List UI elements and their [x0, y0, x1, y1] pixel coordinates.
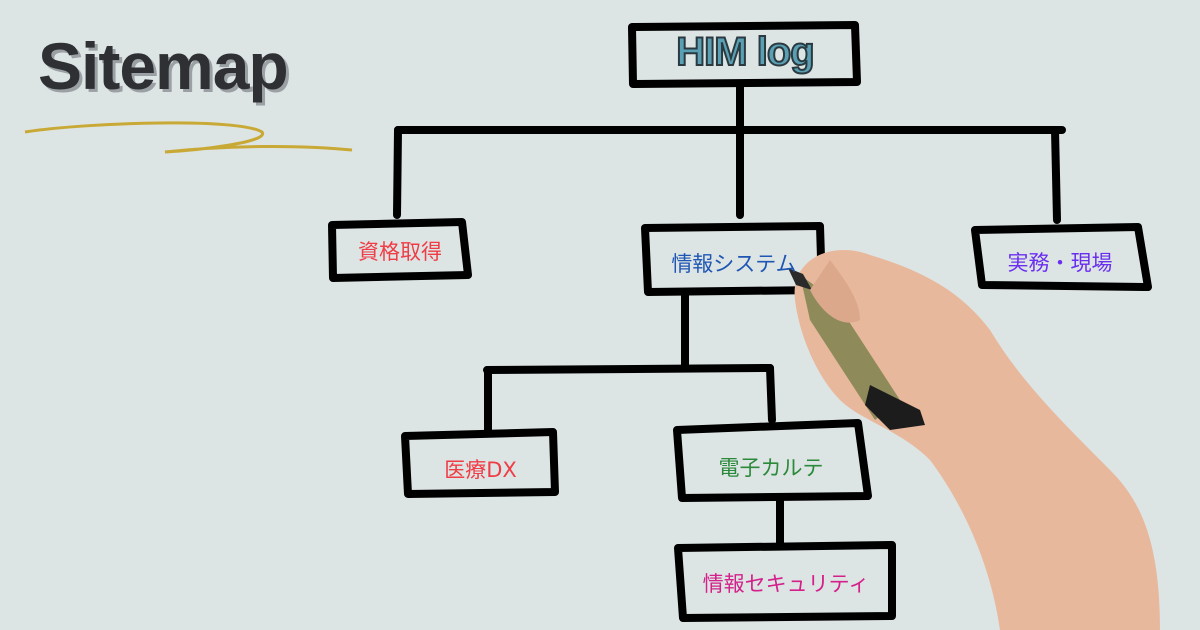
node-info-system[interactable]: 情報システム [671, 252, 797, 276]
hand-illustration [788, 250, 1160, 630]
box-ehr [673, 419, 872, 502]
box-medical-dx [401, 428, 559, 498]
node-medical-dx[interactable]: 医療DX [444, 458, 517, 482]
connector [393, 126, 402, 219]
node-practice[interactable]: 実務・現場 [1007, 251, 1113, 275]
connector [766, 364, 776, 424]
box-security [674, 541, 896, 622]
connector [1051, 126, 1061, 224]
connector [483, 364, 774, 374]
box-practice [971, 223, 1152, 291]
root-node-him-log[interactable]: HIM log [675, 29, 815, 75]
node-ehr[interactable]: 電子カルテ [718, 456, 824, 480]
box-qualification [328, 218, 472, 282]
page-title: Sitemap [38, 29, 289, 103]
root-box [628, 21, 861, 88]
node-qualification[interactable]: 資格取得 [358, 240, 442, 264]
gold-underline [24, 121, 353, 154]
node-security[interactable]: 情報セキュリティ [702, 572, 870, 596]
